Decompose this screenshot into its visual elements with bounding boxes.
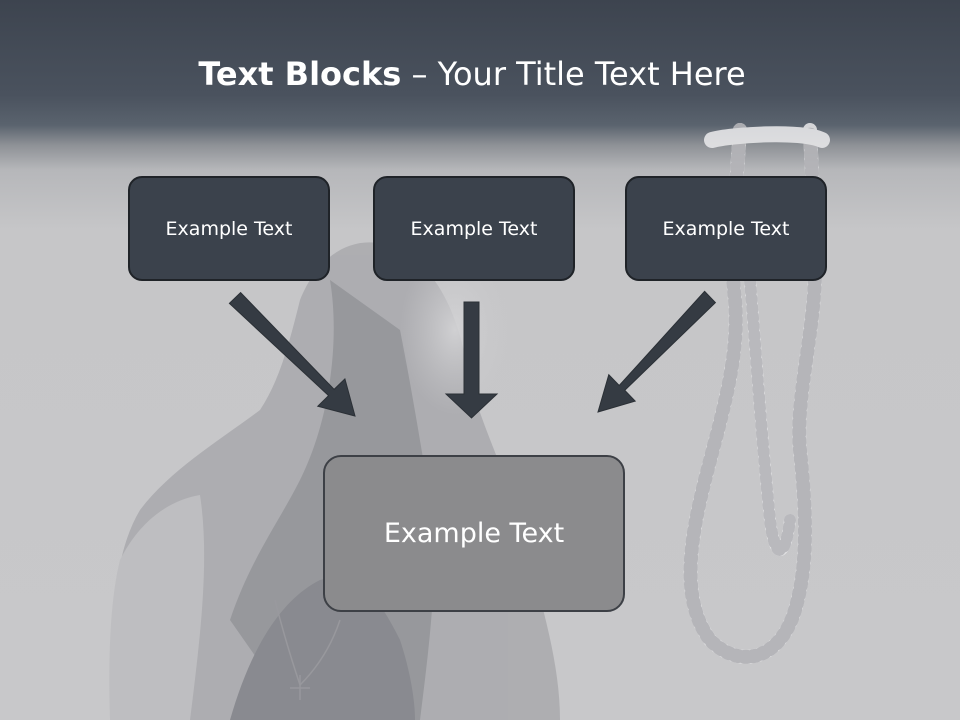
middle-arrow [444,301,499,419]
text-box-left: Example Text [128,176,330,281]
text-box-bottom-label: Example Text [383,518,565,549]
slide-title: Text Blocks – Your Title Text Here [0,52,944,96]
text-box-left-label: Example Text [165,217,293,240]
left-arrow [228,291,356,417]
text-box-right: Example Text [625,176,827,281]
right-arrow [597,290,717,413]
text-box-middle-label: Example Text [410,217,538,240]
title-rest: – Your Title Text Here [401,55,746,93]
noose-rope [683,123,830,664]
face-highlight [400,245,510,415]
text-box-bottom: Example Text [323,455,625,612]
title-bold: Text Blocks [198,55,402,93]
text-box-right-label: Example Text [662,217,790,240]
necklace [274,599,341,700]
text-box-middle: Example Text [373,176,575,281]
